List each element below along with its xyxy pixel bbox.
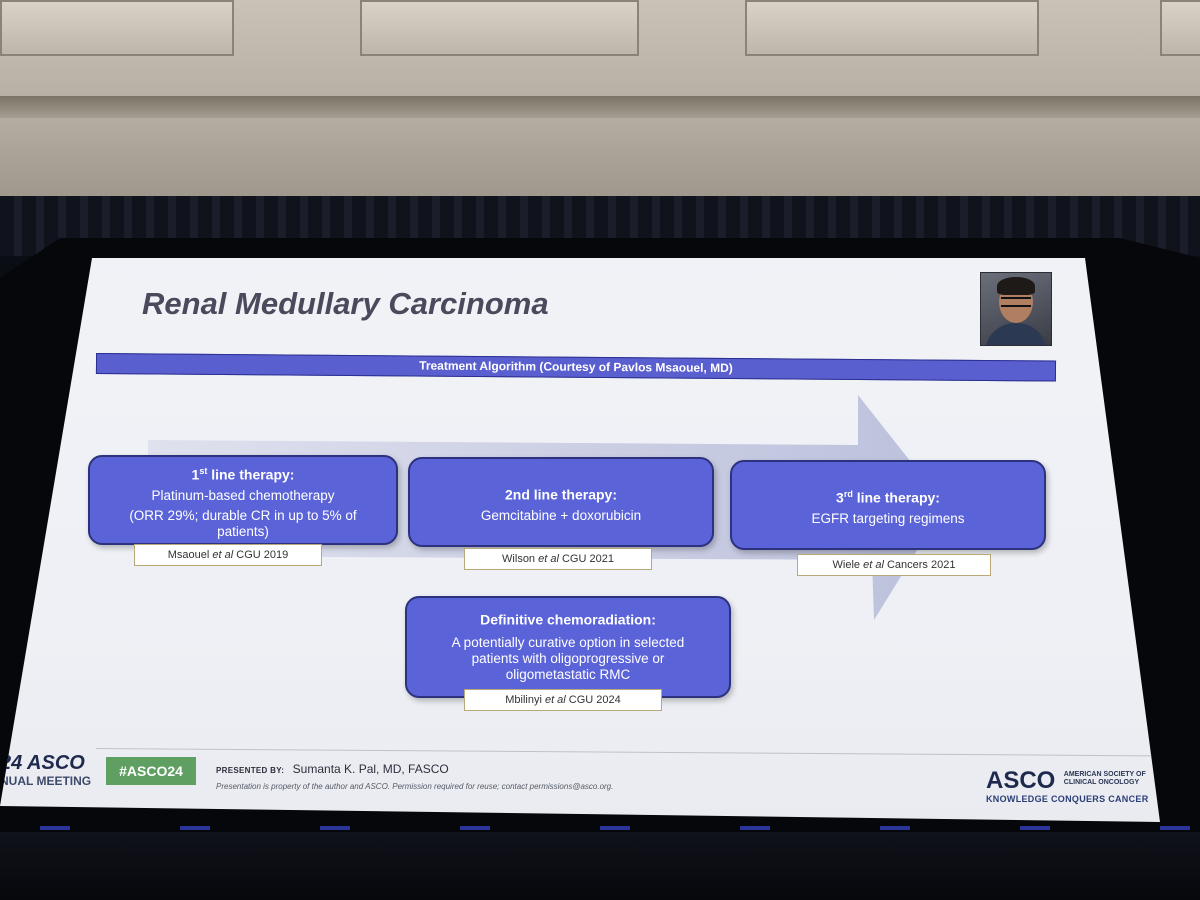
second-line-detail: Gemcitabine + doxorubicin	[480, 507, 642, 523]
second-line-heading: 2nd line therapy:	[504, 486, 618, 503]
ceiling-tile	[1160, 0, 1200, 56]
meeting-logo-text: 24 ASCO	[0, 752, 85, 774]
chemoradiation-box: Definitive chemoradiation: A potentially…	[405, 596, 731, 698]
presented-by-label: PRESENTED BY:	[216, 766, 285, 775]
presenter-portrait	[980, 272, 1052, 346]
portrait-glasses	[1001, 297, 1031, 307]
asco-logo: ASCO AMERICAN SOCIETY OF CLINICAL ONCOLO…	[986, 767, 1160, 805]
third-line-therapy-box: 3rd line therapy: EGFR targeting regimen…	[730, 460, 1046, 550]
asco-logo-text: ASCO	[986, 767, 1056, 794]
presented-by: PRESENTED BY: Sumanta K. Pal, MD, FASCO	[216, 760, 449, 778]
portrait-body	[985, 323, 1047, 345]
chemoradiation-reference: Mbilinyi et al CGU 2024	[464, 689, 662, 711]
algorithm-banner: Treatment Algorithm (Courtesy of Pavlos …	[95, 353, 1057, 382]
first-line-reference: Msaouel et al CGU 2019	[134, 544, 322, 566]
copyright-disclaimer: Presentation is property of the author a…	[216, 782, 614, 791]
society-name-line: CLINICAL ONCOLOGY	[1063, 779, 1140, 786]
ceiling-tile	[360, 0, 639, 56]
hashtag-badge: #ASCO24	[106, 757, 196, 785]
second-line-reference: Wilson et al CGU 2021	[464, 548, 652, 570]
stage-floor	[0, 832, 1200, 900]
third-line-heading: 3rd line therapy:	[836, 489, 940, 506]
first-line-detail: Platinum-based chemotherapy	[151, 487, 335, 503]
society-name-line: AMERICAN SOCIETY OF	[1063, 771, 1146, 778]
second-line-therapy-box: 2nd line therapy: Gemcitabine + doxorubi…	[408, 457, 714, 547]
chemoradiation-detail: oligometastatic RMC	[505, 666, 631, 682]
first-line-detail: patients)	[217, 523, 269, 539]
stage-lights	[0, 826, 1200, 830]
slide-title: Renal Medullary Carcinoma	[142, 286, 549, 321]
meeting-logo-subtext: NUAL MEETING	[0, 774, 92, 788]
ceiling-beam	[0, 96, 1200, 118]
annual-meeting-logo: 24 ASCO NUAL MEETING	[0, 752, 100, 788]
footer-divider	[95, 748, 1156, 757]
ceiling-tile	[745, 0, 1039, 56]
chemoradiation-heading: Definitive chemoradiation:	[480, 611, 656, 628]
first-line-detail: (ORR 29%; durable CR in up to 5% of	[129, 507, 357, 523]
ceiling-tile	[0, 0, 234, 56]
chemoradiation-detail: patients with oligoprogressive or	[471, 650, 665, 666]
chemoradiation-detail: A potentially curative option in selecte…	[451, 634, 685, 650]
portrait-hair	[997, 277, 1035, 295]
first-line-therapy-box: 1st line therapy: Platinum-based chemoth…	[88, 455, 398, 545]
presenter-name: Sumanta K. Pal, MD, FASCO	[292, 762, 449, 776]
third-line-reference: Wiele et al Cancers 2021	[797, 554, 991, 576]
first-line-heading: 1st line therapy:	[191, 466, 295, 483]
society-name: AMERICAN SOCIETY OF CLINICAL ONCOLOGY	[1064, 771, 1146, 787]
third-line-detail: EGFR targeting regimens	[811, 510, 965, 526]
ceiling	[0, 0, 1200, 200]
asco-tagline: KNOWLEDGE CONQUERS CANCER	[986, 794, 1149, 804]
